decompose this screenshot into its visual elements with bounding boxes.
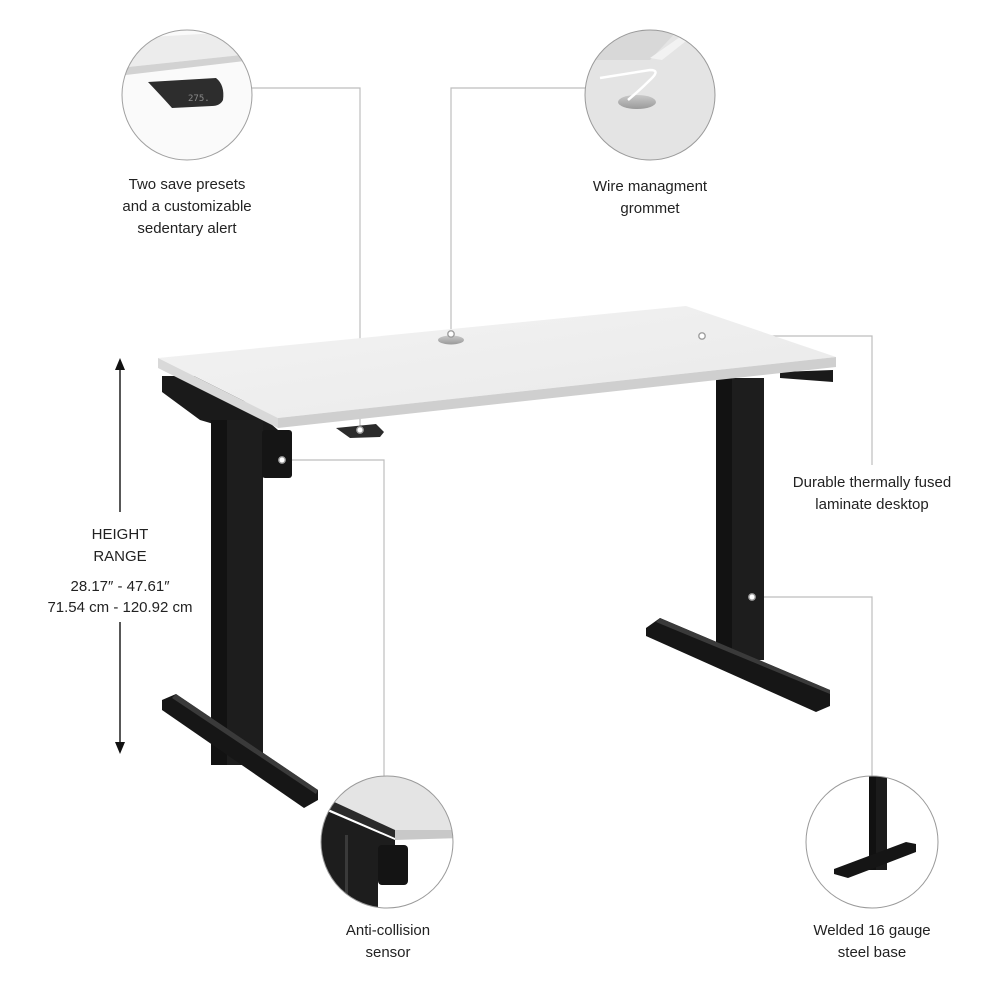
callout-label-grommet: Wire managment grommet bbox=[560, 176, 740, 220]
grommet-closeup bbox=[584, 29, 716, 161]
keypad-display-text: 275. bbox=[188, 94, 210, 104]
height-imperial: 28.17″ - 47.61″ bbox=[70, 578, 170, 595]
right-leg bbox=[646, 370, 833, 712]
height-title-line: RANGE bbox=[93, 548, 147, 565]
callout-label-base: Welded 16 gauge steel base bbox=[772, 920, 972, 964]
height-title-line: HEIGHT bbox=[91, 526, 149, 543]
label-line: Durable thermally fused bbox=[792, 474, 952, 491]
label-line: grommet bbox=[620, 200, 680, 217]
presets-closeup: 275. bbox=[121, 29, 253, 161]
callout-dots bbox=[278, 330, 756, 601]
left-leg bbox=[162, 376, 318, 808]
leader-anti-collision bbox=[282, 459, 385, 776]
callout-label-anti-collision: Anti-collision sensor bbox=[298, 920, 478, 964]
leader-presets bbox=[252, 87, 361, 428]
label-line: sedentary alert bbox=[137, 220, 237, 237]
anti-collision-sensor-housing bbox=[262, 430, 292, 478]
anti-collision-closeup bbox=[320, 775, 454, 909]
label-line: Anti-collision bbox=[345, 922, 431, 939]
height-metric: 71.54 cm - 120.92 cm bbox=[47, 599, 193, 616]
callout-label-presets: Two save presets and a customizable sede… bbox=[97, 174, 277, 240]
height-range-label: HEIGHT RANGE 28.17″ - 47.61″ 71.54 cm - … bbox=[40, 524, 200, 618]
label-line: laminate desktop bbox=[815, 496, 929, 513]
label-line: Wire managment bbox=[592, 178, 708, 195]
grommet bbox=[438, 335, 464, 345]
base-closeup bbox=[805, 775, 939, 909]
label-line: Two save presets bbox=[128, 176, 246, 193]
callout-label-desktop: Durable thermally fused laminate desktop bbox=[762, 472, 982, 516]
height-range-arrow bbox=[115, 358, 125, 754]
desktop-surface bbox=[158, 306, 836, 438]
label-line: steel base bbox=[837, 944, 907, 961]
leader-base bbox=[752, 596, 873, 776]
label-line: Welded 16 gauge bbox=[813, 922, 931, 939]
label-line: sensor bbox=[365, 944, 411, 961]
label-line: and a customizable bbox=[122, 198, 252, 215]
leader-grommet bbox=[450, 87, 585, 334]
